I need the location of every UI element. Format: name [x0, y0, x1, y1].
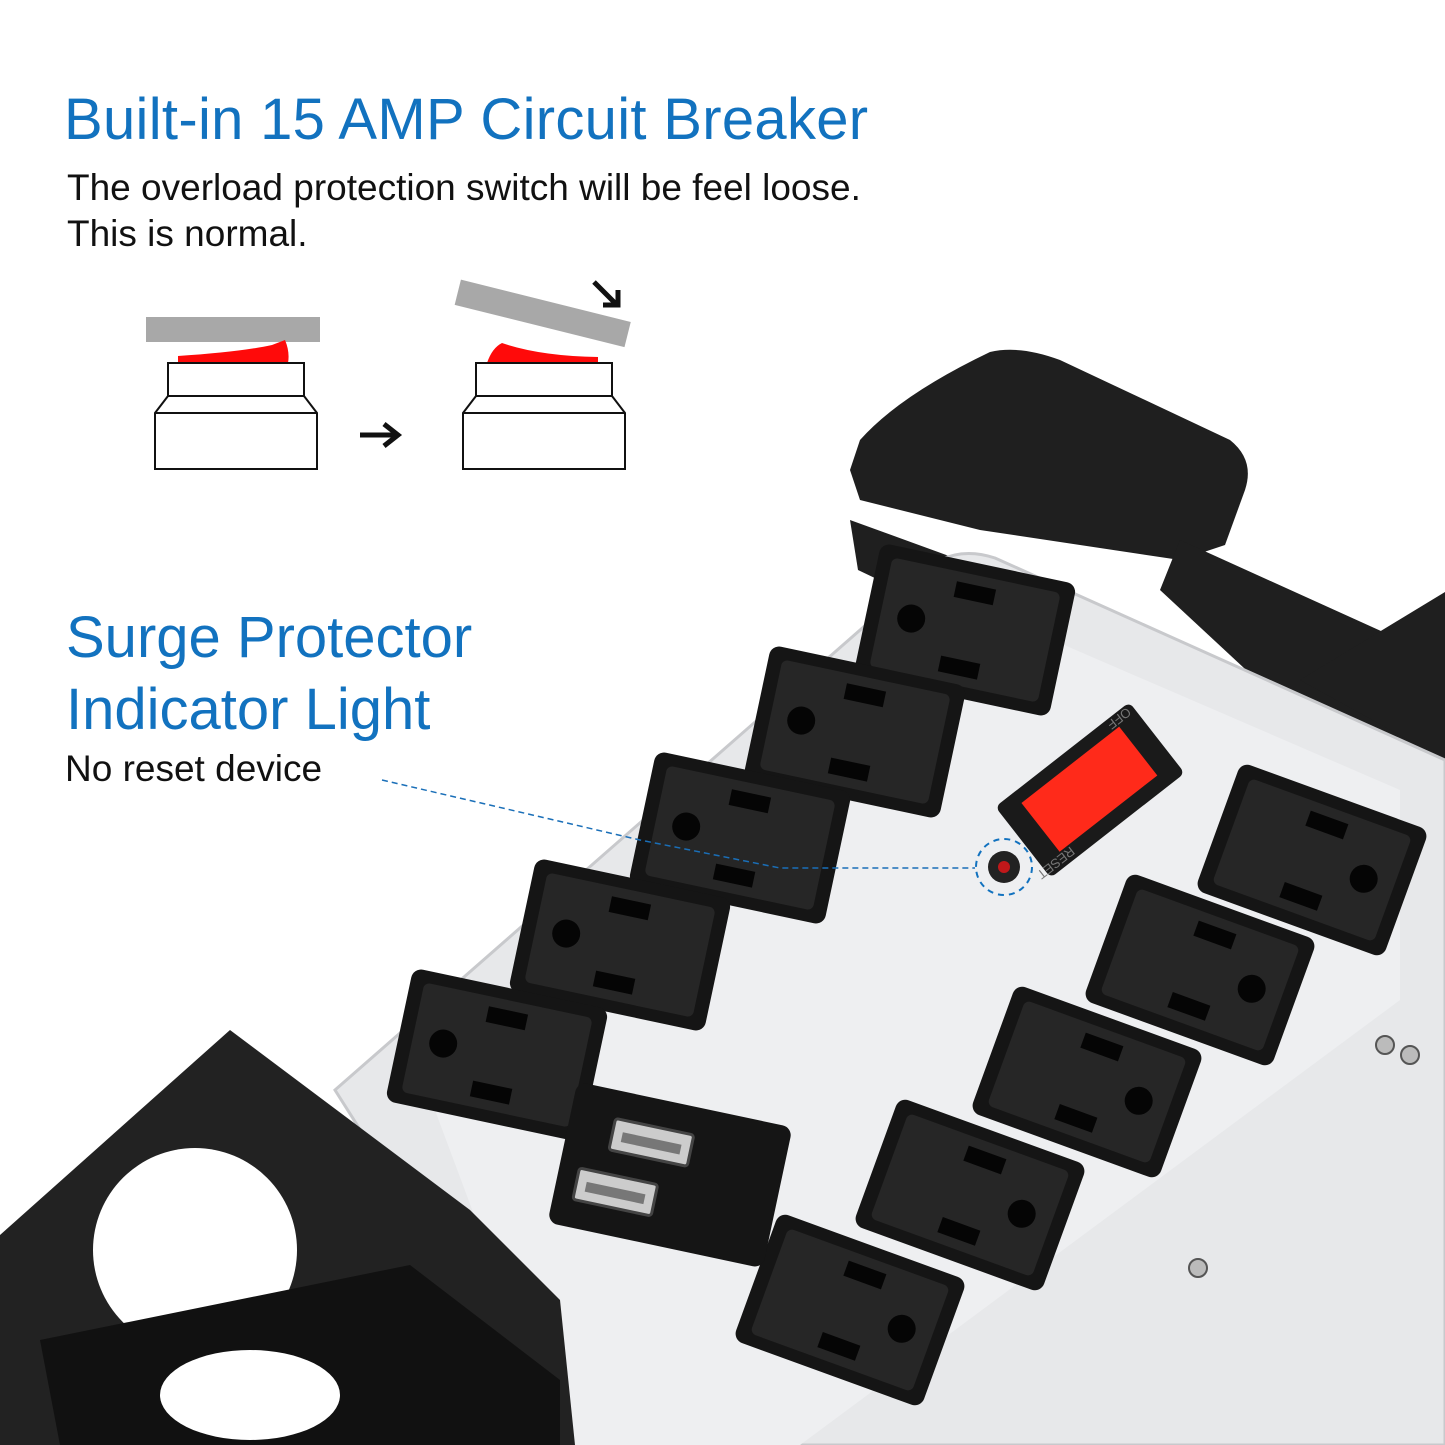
ac-outlet: [735, 1214, 965, 1406]
breaker-title: Built-in 15 AMP Circuit Breaker: [64, 87, 869, 152]
indicator-title-line: Surge Protector: [66, 605, 473, 670]
arrow-right-icon: [360, 422, 403, 448]
breaker-description: The overload protection switch will be f…: [67, 165, 861, 257]
ac-outlet: [629, 752, 851, 924]
indicator-leader-line: [381, 779, 975, 869]
bottom-mounting-bracket: [0, 1030, 575, 1445]
ac-outlet: [854, 544, 1076, 716]
description-line: This is normal.: [67, 213, 308, 254]
cover-tilted: [454, 279, 631, 348]
ac-outlet: [1085, 874, 1315, 1066]
ac-outlet: [855, 1099, 1085, 1291]
ac-outlet: [972, 986, 1202, 1178]
breaker-diagram: [146, 279, 631, 470]
indicator-title: Surge Protector Indicator Light: [66, 602, 472, 746]
description-line: The overload protection switch will be f…: [67, 167, 861, 208]
cover-flat: [146, 317, 320, 342]
ac-outlet: [744, 646, 966, 818]
screws: [1188, 1035, 1420, 1278]
usb-port[interactable]: [571, 1167, 659, 1217]
indicator-title-line: Indicator Light: [66, 677, 431, 742]
ac-outlet: [386, 969, 608, 1141]
surge-indicator-light: [975, 838, 1033, 896]
indicator-note: No reset device: [65, 748, 323, 789]
usb-port[interactable]: [607, 1117, 695, 1168]
ac-outlet: [1197, 764, 1427, 956]
usb-port-panel: [549, 1083, 791, 1267]
ac-outlet: [509, 859, 731, 1031]
arrow-down-right-icon: [592, 280, 621, 308]
